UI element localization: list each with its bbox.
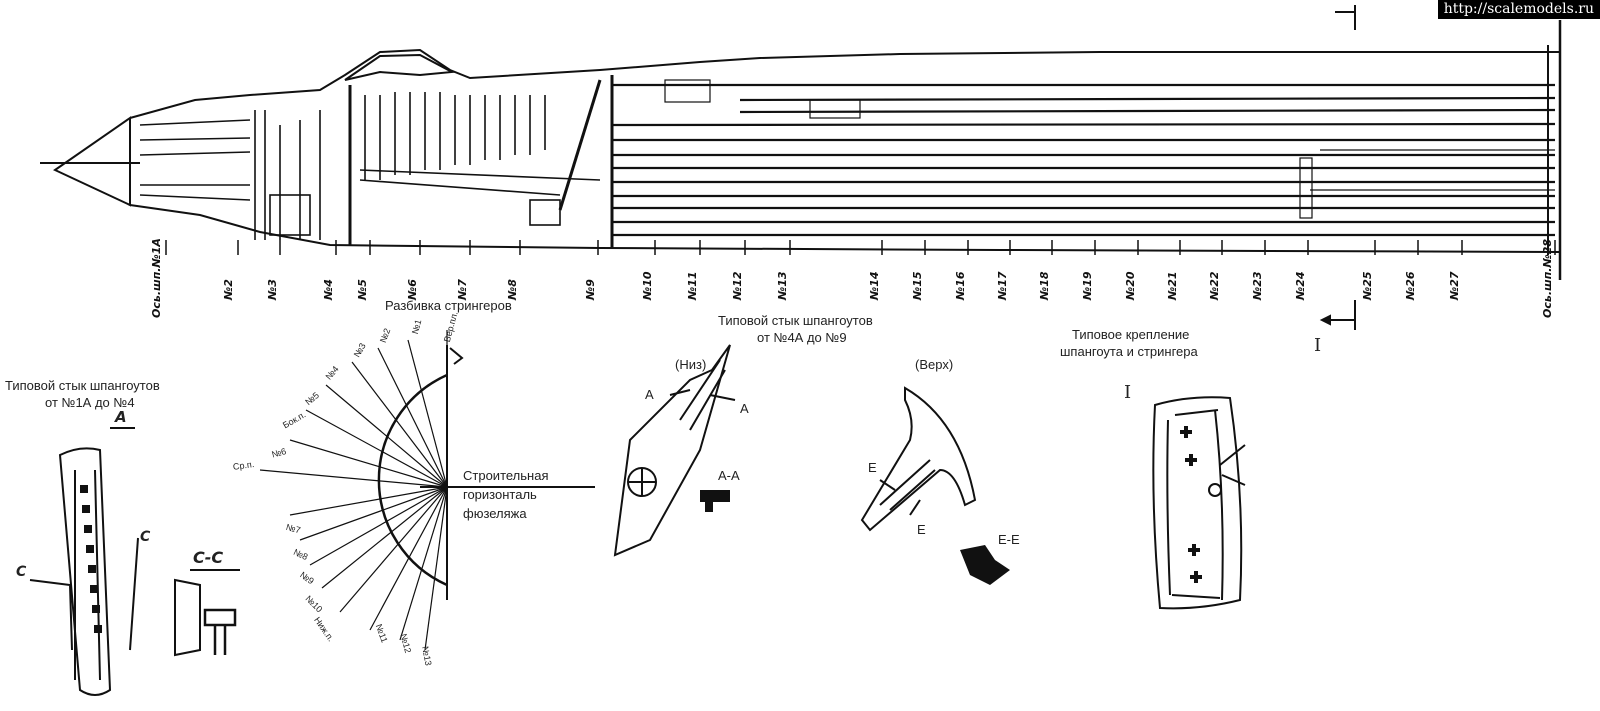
stringer-label: №13: [420, 645, 434, 667]
frame-label: №9: [584, 279, 597, 300]
section-c-right: С: [140, 529, 151, 545]
frame-label: №3: [266, 279, 279, 300]
frame-stringer-mount-detail: [1152, 396, 1246, 610]
frame-ticks: [165, 240, 1556, 255]
bottom-label: (Низ): [675, 357, 707, 372]
frame-label: №15: [911, 271, 924, 300]
frame-label: №26: [1404, 271, 1417, 300]
frame-label: №2: [222, 279, 235, 300]
frame-label: №5: [356, 279, 369, 300]
typical-mount-title-line2: шпангоута и стрингера: [1060, 344, 1198, 359]
fuselage-side-view: [40, 20, 1562, 280]
frame-label: №11: [686, 271, 699, 300]
construction-horizontal-line3: фюзеляжа: [463, 506, 527, 521]
typical-joint-1a-4-range: от №1А до №4: [45, 395, 135, 410]
frame-label: №17: [996, 271, 1009, 300]
nose-cone: [52, 116, 131, 207]
construction-horizontal-line1: Строительная: [463, 468, 549, 483]
section-c-left: С: [16, 564, 27, 580]
frame-label: №20: [1124, 271, 1137, 300]
frame-label: №12: [731, 271, 744, 300]
frame-label: №16: [954, 271, 967, 300]
frame-label: №6: [406, 279, 419, 300]
stringer-layout-diagram: [259, 330, 595, 651]
section-ee-label: Е-Е: [998, 532, 1020, 547]
frame-label: №4: [322, 279, 335, 300]
frame-label: №21: [1166, 271, 1179, 300]
joint-4a-9-top-detail: [860, 386, 1010, 585]
frame-label: №19: [1081, 271, 1094, 300]
frame-label: №7: [456, 279, 469, 300]
frame-label: Ось.шп.№1А: [150, 238, 163, 318]
frame-label: Ось.шп.№28: [1541, 238, 1554, 318]
view-a-mark: А: [115, 408, 127, 426]
frame-label: №13: [776, 271, 789, 300]
typical-mount-title-line1: Типовое крепление: [1072, 327, 1190, 342]
joint-4a-9-bottom-detail: [613, 344, 736, 557]
frame-label: №24: [1294, 271, 1307, 300]
view-i-label: I: [1314, 335, 1322, 356]
frame-label: №14: [868, 271, 881, 300]
section-a-left: А: [645, 387, 654, 402]
typical-joint-4a-9-range: от №4А до №9: [757, 330, 847, 345]
typical-joint-1a-4-title: Типовой стык шпангоутов: [5, 378, 160, 393]
frame-label: №25: [1361, 271, 1374, 300]
lower-outline: [129, 204, 1561, 253]
frame-label: №8: [506, 279, 519, 300]
frame-label: №22: [1208, 271, 1221, 300]
section-cc-label: С-С: [193, 548, 224, 567]
frame-label: №18: [1038, 271, 1051, 300]
top-label: (Верх): [915, 357, 954, 372]
view-i-markers: [1319, 5, 1356, 330]
joint-1a-4-detail: [29, 427, 240, 696]
view-i-detail-label: I: [1124, 382, 1132, 403]
construction-horizontal-line2: горизонталь: [463, 487, 537, 502]
typical-joint-4a-9-title: Типовой стык шпангоутов: [718, 313, 873, 328]
section-e-left: Е: [868, 460, 877, 475]
frame-label: №10: [641, 271, 654, 300]
stringer-label: Ср.п.: [232, 459, 255, 472]
section-aa-label: А-А: [718, 468, 740, 483]
section-a-right: А: [740, 401, 749, 416]
frame-label: №23: [1251, 271, 1264, 300]
frame-label: №27: [1448, 271, 1461, 300]
section-e-bottom: Е: [917, 522, 926, 537]
stringer-layout-title: Разбивка стрингеров: [385, 298, 512, 313]
watermark-link[interactable]: http://scalemodels.ru: [1437, 0, 1600, 19]
